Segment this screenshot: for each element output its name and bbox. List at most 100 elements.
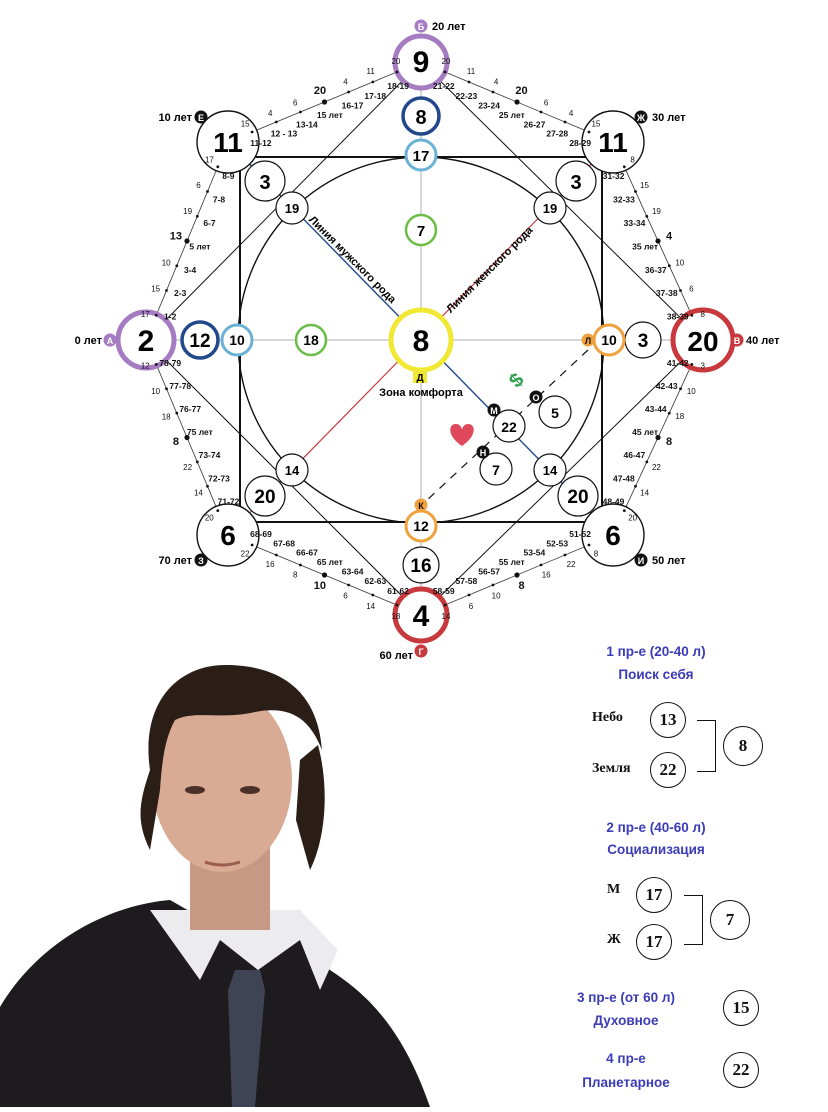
age-tick <box>321 572 328 578</box>
age-scale-value: 6 <box>689 284 694 293</box>
age-tick <box>587 543 591 547</box>
age-scale-range: 13-14 <box>296 119 318 129</box>
value-tl-3: 19 <box>285 201 299 216</box>
value-E: 11 <box>213 127 243 158</box>
age-scale-range: 66-67 <box>296 548 318 558</box>
value-K: 12 <box>413 518 429 534</box>
age-tick <box>216 509 220 512</box>
age-tick <box>690 313 694 317</box>
value-br-3: 14 <box>543 463 558 478</box>
age-tick <box>514 572 520 578</box>
age-scale-range: 72-73 <box>208 473 230 483</box>
value-M: 22 <box>501 419 517 435</box>
age-scale-range: 32-33 <box>613 195 635 205</box>
period3-title: 3 пр-е (от 60 л) <box>576 990 676 1005</box>
point-letter-O: О <box>532 393 539 403</box>
age-scale-range: 16-17 <box>342 100 364 110</box>
age-tick <box>645 460 649 464</box>
age-scale-range: 53-54 <box>524 548 546 558</box>
value-N: 7 <box>492 462 500 478</box>
value-br-2: 20 <box>567 487 588 508</box>
age-scale-range: 61-62 <box>387 586 409 596</box>
age-scale-value: 4 <box>343 77 348 86</box>
earth-value: 22 <box>650 752 686 788</box>
value-top-2: 8 <box>415 107 426 129</box>
age-scale-value: 14 <box>194 489 203 498</box>
age-scale-value: 10 <box>675 259 684 268</box>
age-tick <box>491 583 495 587</box>
comfort-zone-label: Зона комфорта <box>379 387 464 399</box>
value-bl-3: 14 <box>285 463 300 478</box>
age-tick <box>371 80 375 84</box>
point-letter-Zh: Ж <box>636 113 646 123</box>
age-scale-range: 5 лет <box>189 242 210 252</box>
age-tick <box>645 214 649 218</box>
sky-label: Небо <box>592 710 623 725</box>
age-tick <box>667 411 671 415</box>
period1-sum: 8 <box>723 726 763 766</box>
age-tick <box>250 130 254 134</box>
age-scale-range: 38-39 <box>667 312 689 322</box>
age-scale-value: 13 <box>170 230 182 242</box>
age-scale-value: 15 <box>591 119 600 128</box>
point-letter-B: Б <box>418 22 425 32</box>
zh-value: 17 <box>636 924 672 960</box>
point-letter-I: И <box>638 556 644 566</box>
age-scale-value: 20 <box>628 514 637 523</box>
age-label-bottom: 60 лет <box>380 650 414 660</box>
m-label: М <box>607 882 621 897</box>
age-scale-range: 12 - 13 <box>271 129 298 139</box>
age-tick <box>165 387 168 391</box>
age-label-top: 20 лет <box>432 21 466 33</box>
age-scale-value: 6 <box>469 602 474 611</box>
age-scale-range: 47-48 <box>613 473 635 483</box>
age-scale-range: 62-63 <box>365 576 387 586</box>
heart-icon <box>450 424 474 446</box>
age-scale-range: 71-72 <box>218 497 240 507</box>
age-scale-range: 41-42 <box>667 358 689 368</box>
age-tick <box>690 363 694 366</box>
age-scale-value: 11 <box>467 67 476 76</box>
age-scale-range: 65 лет <box>317 557 343 567</box>
age-tick <box>175 264 179 268</box>
point-letter-Z: З <box>198 556 204 566</box>
period3-value: 15 <box>723 990 759 1026</box>
age-scale-range: 55 лет <box>499 557 525 567</box>
age-scale-value: 4 <box>268 109 273 118</box>
age-scale-range: 43-44 <box>645 404 667 414</box>
age-scale-range: 76-77 <box>179 404 201 414</box>
age-scale-value: 12 <box>141 361 150 370</box>
value-bl-2: 20 <box>254 487 275 508</box>
period1-subtitle: Поиск себя <box>618 667 694 682</box>
age-scale-range: 56-57 <box>478 567 500 577</box>
bracket-2 <box>684 895 703 945</box>
value-left-3: 10 <box>229 332 245 348</box>
age-label-bottom-right: 50 лет <box>652 555 686 567</box>
age-scale-range: 52-53 <box>546 538 568 548</box>
age-tick <box>299 563 302 567</box>
age-scale-value: 4 <box>569 109 574 118</box>
value-bottom-2: 16 <box>410 556 431 577</box>
age-scale-range: 75 лет <box>187 427 213 437</box>
female-line-label: Линия женского рода <box>444 224 536 316</box>
age-tick <box>679 289 682 292</box>
age-scale-value: 15 <box>640 181 649 190</box>
age-scale-value: 16 <box>266 560 275 569</box>
age-scale-range: 11-12 <box>250 138 272 148</box>
m-value: 17 <box>636 877 672 913</box>
age-scale-value: 22 <box>567 560 576 569</box>
age-scale-value: 14 <box>442 612 451 621</box>
age-scale-range: 7-8 <box>213 195 226 205</box>
age-tick <box>634 484 637 488</box>
age-scale-value: 16 <box>542 571 551 580</box>
point-letter-D: Д <box>416 373 423 384</box>
point-letter-A: А <box>107 336 114 346</box>
age-scale-range: 36-37 <box>645 265 667 275</box>
age-scale-value: 8 <box>173 436 179 448</box>
age-tick <box>679 387 682 391</box>
value-L: 10 <box>601 332 617 348</box>
age-tick <box>491 90 495 94</box>
age-scale-range: 37-38 <box>656 288 678 298</box>
value-tr-2: 3 <box>570 172 581 194</box>
